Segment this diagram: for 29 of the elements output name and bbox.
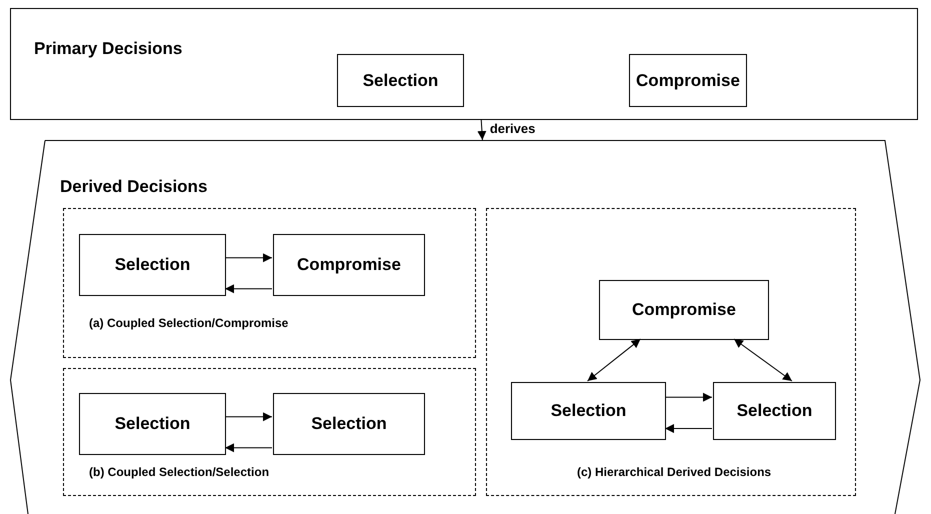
panel-caption: (a) Coupled Selection/Compromise: [89, 316, 288, 330]
dashed-panel: [63, 368, 476, 496]
process-box: Selection: [79, 393, 226, 455]
panel-caption: (b) Coupled Selection/Selection: [89, 465, 270, 479]
process-box: Selection: [713, 382, 836, 440]
arrow: [224, 443, 272, 452]
process-box: Selection: [273, 393, 425, 455]
dashed-panel: [486, 208, 856, 496]
process-box: Compromise: [599, 280, 769, 340]
arrow: [224, 412, 272, 422]
arrow: [734, 338, 792, 382]
edge-label: derives: [488, 121, 538, 136]
group-box: [10, 8, 918, 120]
arrow: [224, 253, 272, 262]
process-box: Selection: [79, 234, 226, 296]
group-heading: Derived Decisions: [60, 177, 208, 197]
arrow: [587, 338, 641, 382]
arrow: [664, 424, 712, 434]
process-box: Compromise: [273, 234, 425, 296]
panel-caption: (c) Hierarchical Derived Decisions: [577, 465, 772, 479]
arrow: [477, 120, 486, 140]
group-heading: Primary Decisions: [34, 39, 182, 59]
dashed-panel: [63, 208, 476, 358]
process-box: Compromise: [629, 54, 747, 107]
arrow: [224, 284, 272, 294]
group-shape: [10, 140, 922, 514]
process-box: Selection: [511, 382, 666, 440]
process-box: Selection: [337, 54, 464, 107]
arrow: [664, 392, 712, 402]
